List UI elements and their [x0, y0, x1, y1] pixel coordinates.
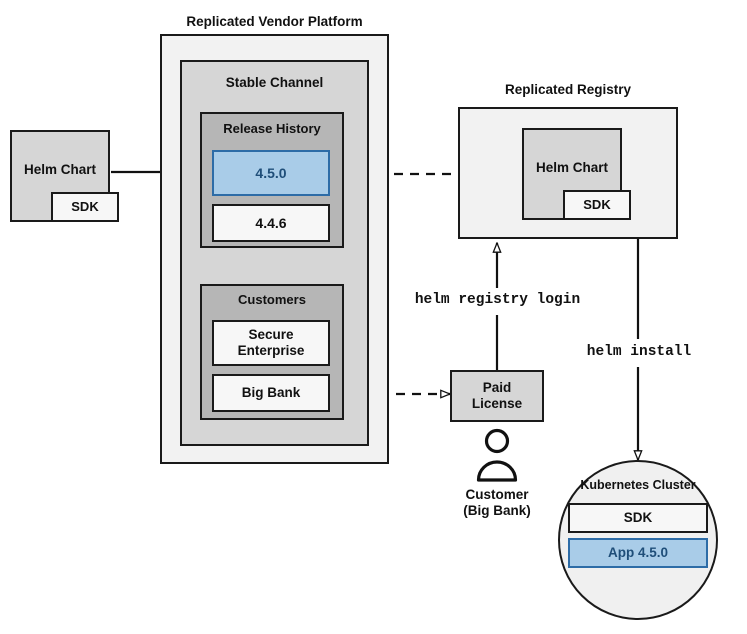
- customer-name-label: Big Bank: [241, 385, 301, 401]
- kubernetes-cluster-label: Kubernetes Cluster: [580, 478, 696, 492]
- paid-license-box: Paid License: [450, 370, 544, 422]
- customers-label: Customers: [238, 292, 306, 307]
- registry-sdk-label: SDK: [583, 197, 611, 213]
- stable-channel-label: Stable Channel: [225, 75, 324, 90]
- source-sdk-label: SDK: [71, 199, 99, 215]
- paid-license-label: Paid License: [471, 380, 523, 411]
- release-item-4-5-0[interactable]: 4.5.0: [212, 150, 330, 196]
- cluster-component-sdk: SDK: [568, 503, 708, 533]
- source-sdk-box: SDK: [51, 192, 119, 222]
- release-version-label: 4.5.0: [255, 164, 287, 181]
- person-icon: [476, 428, 518, 482]
- registry-sdk-box: SDK: [563, 190, 631, 220]
- customer-caption-line-2: (Big Bank): [463, 503, 531, 519]
- registry-helm-chart-label: Helm Chart: [535, 160, 608, 175]
- cluster-component-label: App 4.5.0: [607, 545, 669, 561]
- release-item-4-4-6[interactable]: 4.4.6: [212, 204, 330, 242]
- customer-item-secure-enterprise[interactable]: Secure Enterprise: [212, 320, 330, 366]
- command-helm-install: helm install: [568, 344, 710, 360]
- registry-title: Replicated Registry: [504, 82, 632, 97]
- command-helm-registry-login: helm registry login: [395, 292, 600, 308]
- customer-name-label: Secure Enterprise: [237, 327, 305, 358]
- cluster-component-app: App 4.5.0: [568, 538, 708, 568]
- customer-actor-caption: Customer (Big Bank): [427, 487, 567, 519]
- release-version-label: 4.4.6: [255, 214, 287, 231]
- vendor-platform-title: Replicated Vendor Platform: [186, 14, 363, 29]
- source-helm-chart-label: Helm Chart: [23, 162, 96, 177]
- customer-item-big-bank[interactable]: Big Bank: [212, 374, 330, 412]
- customer-caption-line-1: Customer: [465, 487, 529, 502]
- cluster-component-label: SDK: [623, 510, 653, 526]
- release-history-label: Release History: [223, 121, 321, 136]
